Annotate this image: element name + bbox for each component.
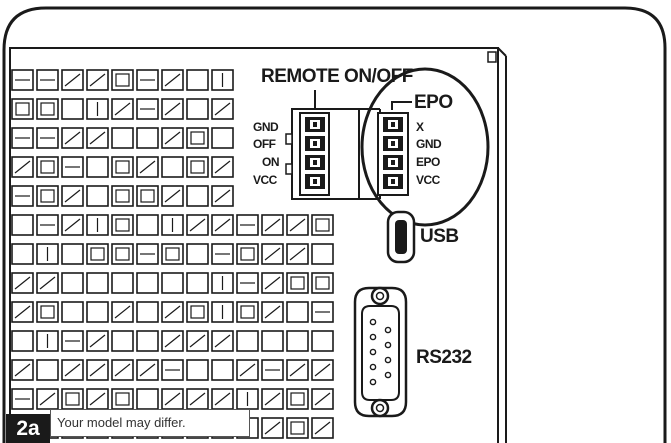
panel-corner-tab bbox=[487, 51, 497, 63]
outer-frame bbox=[2, 6, 667, 443]
device-panel bbox=[9, 47, 499, 443]
model-note: Your model may differ. bbox=[50, 409, 250, 437]
remote-pin-label-on: ON bbox=[262, 155, 280, 169]
usb-label: USB bbox=[420, 226, 459, 247]
epo-pin-label-x: X bbox=[416, 120, 424, 134]
epo-pin-label-epo: EPO bbox=[416, 155, 440, 169]
rs232-label: RS232 bbox=[416, 347, 472, 368]
usb-port bbox=[386, 210, 416, 264]
remote-on-off-title: REMOTE ON/OFF bbox=[261, 66, 413, 87]
rs232-port bbox=[353, 286, 408, 418]
remote-pin-label-gnd: GND bbox=[253, 120, 279, 134]
epo-connector bbox=[359, 101, 412, 200]
remote-connector bbox=[285, 90, 360, 200]
remote-pin-label-off: OFF bbox=[253, 137, 276, 151]
epo-pin-label-gnd: GND bbox=[416, 137, 442, 151]
epo-pin-label-vcc: VCC bbox=[416, 173, 440, 187]
vent-grid bbox=[11, 69, 334, 439]
epo-highlight-circle bbox=[360, 67, 490, 227]
figure-badge: 2a bbox=[6, 414, 50, 443]
epo-title: EPO bbox=[414, 92, 453, 113]
remote-pin-label-vcc: VCC bbox=[253, 173, 277, 187]
